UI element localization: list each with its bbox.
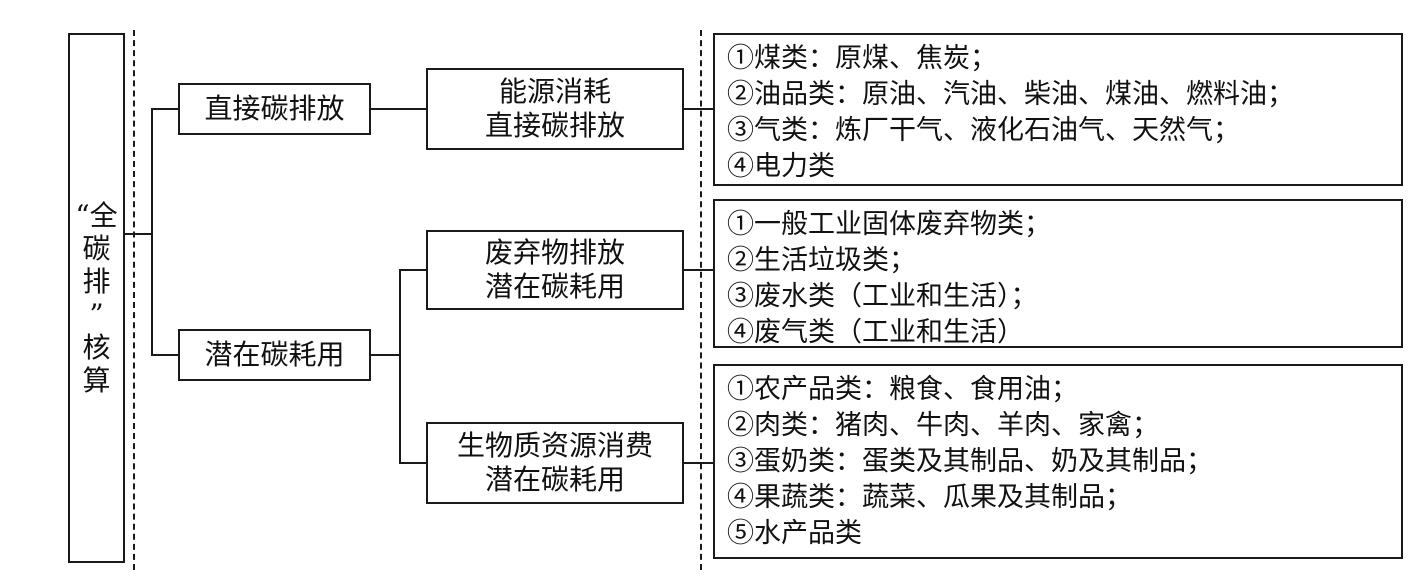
energy-consumption-label-line: 直接碳排放 [484, 109, 625, 142]
waste-detail-item: ①一般工业固体废弃物类； [727, 209, 1051, 240]
waste-detail-item: ②生活垃圾类； [727, 245, 916, 276]
biomass-detail-item: ①农产品类：粮食、食用油； [727, 374, 1078, 405]
energy-consumption-box: 能源消耗 直接碳排放 [426, 68, 684, 150]
connector-root [125, 233, 152, 235]
biomass-detail-item: ⑤水产品类 [727, 518, 862, 549]
root-label-line: 核 [82, 331, 111, 364]
biomass-detail-item: ③蛋奶类：蛋类及其制品、奶及其制品； [727, 446, 1213, 477]
waste-emission-label-line: 潜在碳耗用 [484, 270, 625, 303]
direct-emission-label: 直接碳排放 [204, 92, 345, 125]
root-label-line: ” [89, 298, 104, 331]
connector-waste [399, 269, 427, 271]
energy-detail-item: ①煤类：原煤、焦炭； [727, 43, 997, 74]
root-label-line: 排 [82, 265, 111, 298]
direct-emission-box: 直接碳排放 [178, 83, 371, 135]
energy-detail-box: ①煤类：原煤、焦炭； ②油品类：原油、汽油、柴油、煤油、燃料油； ③气类：炼厂干… [713, 33, 1403, 186]
connector-direct [151, 108, 179, 110]
connector-energy-detail [684, 108, 714, 110]
potential-consumption-box: 潜在碳耗用 [178, 329, 371, 381]
waste-emission-label-line: 废弃物排放 [484, 236, 625, 269]
biomass-detail-box: ①农产品类：粮食、食用油； ②肉类：猪肉、牛肉、羊肉、家禽； ③蛋奶类：蛋类及其… [713, 364, 1403, 559]
root-box: “全 碳 排 ” 核 算 [68, 33, 125, 563]
biomass-consumption-label-line: 潜在碳耗用 [484, 463, 625, 496]
connector-potential [151, 354, 179, 356]
connector-waste-detail [684, 269, 714, 271]
biomass-consumption-box: 生物质资源消费 潜在碳耗用 [426, 422, 684, 504]
biomass-detail-item: ②肉类：猪肉、牛肉、羊肉、家禽； [727, 410, 1159, 441]
connector-biomass-detail [684, 462, 714, 464]
connector-biomass [399, 462, 427, 464]
dashed-separator-left [133, 30, 135, 570]
root-label-line: “全 [75, 199, 118, 232]
connector-potential-out [371, 354, 400, 356]
waste-detail-item: ③废水类（工业和生活）； [727, 281, 1038, 312]
waste-emission-box: 废弃物排放 潜在碳耗用 [426, 230, 684, 310]
potential-consumption-label: 潜在碳耗用 [204, 338, 345, 371]
energy-detail-item: ③气类：炼厂干气、液化石油气、天然气； [727, 115, 1240, 146]
energy-detail-item: ④电力类 [727, 151, 835, 182]
energy-detail-item: ②油品类：原油、汽油、柴油、煤油、燃料油； [727, 79, 1294, 110]
waste-detail-box: ①一般工业固体废弃物类； ②生活垃圾类； ③废水类（工业和生活）； ④废气类（工… [713, 199, 1403, 348]
waste-detail-item: ④废气类（工业和生活） [727, 317, 1024, 348]
energy-consumption-label-line: 能源消耗 [498, 75, 611, 108]
connector-level1-trunk [151, 108, 153, 356]
connector-level2-trunk [399, 269, 401, 464]
dashed-separator-right [700, 30, 702, 570]
biomass-consumption-label-line: 生物质资源消费 [456, 429, 653, 462]
biomass-detail-item: ④果蔬类：蔬菜、瓜果及其制品； [727, 482, 1132, 513]
connector-direct-energy [371, 108, 427, 110]
root-label-line: 算 [82, 364, 111, 397]
root-label-line: 碳 [82, 232, 111, 265]
